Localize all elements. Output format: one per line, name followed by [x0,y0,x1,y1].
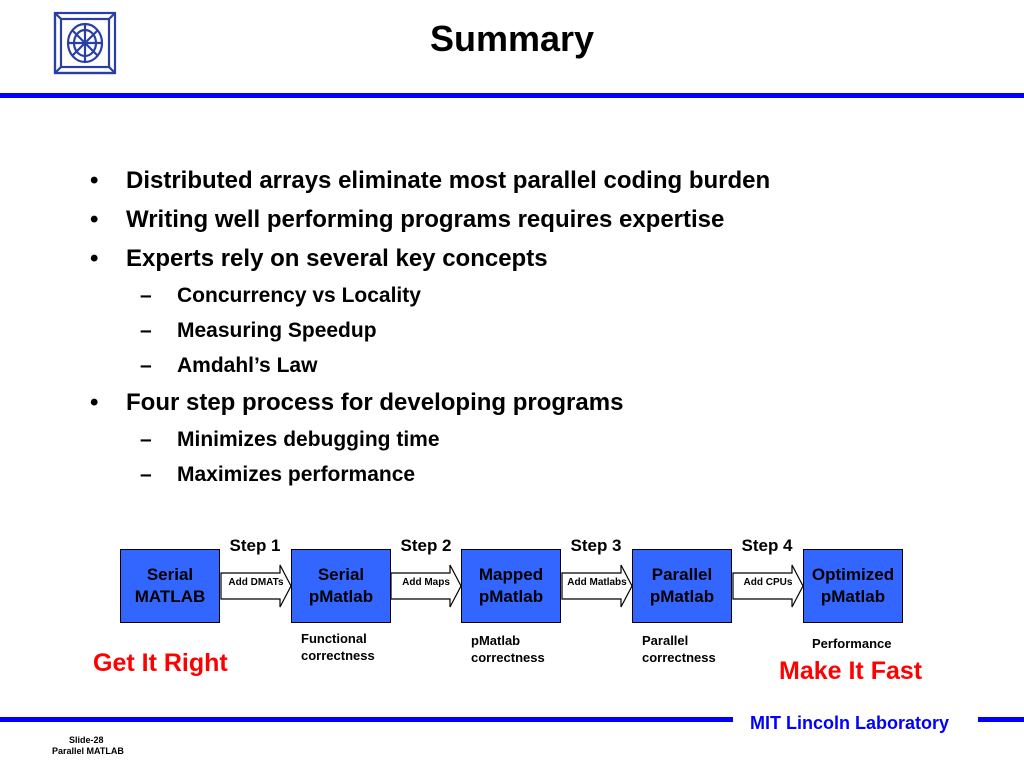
footer-divider-right [978,717,1024,722]
get-it-right-label: Get It Right [93,649,228,677]
bullet-list: •Distributed arrays eliminate most paral… [86,164,986,495]
box-label-line1: Serial [317,565,365,584]
footer-lab-name: MIT Lincoln Laboratory [750,713,950,733]
caption-line: Parallel [642,633,689,648]
box-label-line1: Optimized [811,565,895,584]
bullet-text: Four step process for developing program… [126,389,624,416]
title-divider [0,93,1024,98]
sub-bullet-item: –Concurrency vs Locality [140,284,421,307]
bullet-item: •Experts rely on several key concepts [90,245,548,272]
caption-parallel-correctness: Parallel correctness [642,632,716,666]
step-label: Step 3 [570,536,622,555]
sub-bullet-item: –Minimizes debugging time [140,428,440,451]
arrow-label: Add CPUs [743,577,793,588]
caption-line: correctness [642,650,716,665]
make-it-fast-label: Make It Fast [779,657,923,685]
box-label-line2: pMatlab [478,587,544,606]
bullet-text: Distributed arrays eliminate most parall… [126,167,771,194]
arrow-3 [561,564,633,608]
step-box-mapped-pmatlab: Mapped pMatlab [461,549,561,623]
box-label-line2: MATLAB [134,587,206,606]
step-box-optimized-pmatlab: Optimized pMatlab [803,549,903,623]
box-label-line1: Parallel [651,565,713,584]
box-label-line2: pMatlab [308,587,374,606]
caption-line: pMatlab [471,633,521,648]
box-label-line1: Serial [146,565,194,584]
sub-bullet-text: Amdahl’s Law [177,354,318,377]
slide-number: Slide-28 [69,735,104,745]
caption-line: correctness [471,650,545,665]
bullet-item: •Writing well performing programs requir… [90,206,725,233]
arrow-label: Add Matlabs [567,577,627,588]
caption-line: Functional [301,631,367,646]
arrows-layer [220,564,804,608]
arrow-4 [732,564,804,608]
step-label: Step 4 [741,536,793,555]
footer-divider-left [0,717,733,722]
step-box-serial-matlab: Serial MATLAB [120,549,220,623]
course-name: Parallel MATLAB [52,746,124,756]
arrow-1 [220,564,292,608]
step-label: Step 1 [229,536,281,555]
box-label-line2: pMatlab [820,587,886,606]
caption-functional-correctness: Functional correctness [301,630,375,664]
sub-bullet-text: Minimizes debugging time [177,428,440,451]
slide-title: Summary [429,18,595,59]
arrow-label: Add DMATs [228,577,284,588]
four-step-process-diagram: Serial MATLAB Serial pMatlab Mapped pMat… [0,530,1024,700]
mit-lincoln-logo [53,11,117,75]
sub-bullet-text: Measuring Speedup [177,319,377,342]
caption-pmatlab-correctness: pMatlab correctness [471,632,545,666]
caption-performance: Performance [812,635,891,652]
bullet-text: Experts rely on several key concepts [126,245,548,272]
bullet-item: •Distributed arrays eliminate most paral… [90,167,771,194]
bullet-text: Writing well performing programs require… [126,206,725,233]
box-label-line2: pMatlab [649,587,715,606]
sub-bullet-text: Maximizes performance [177,463,416,486]
sub-bullet-item: –Amdahl’s Law [140,354,318,377]
bullet-item: •Four step process for developing progra… [90,389,624,416]
step-label: Step 2 [400,536,452,555]
sub-bullet-item: –Maximizes performance [140,463,416,486]
step-box-parallel-pmatlab: Parallel pMatlab [632,549,732,623]
sub-bullet-item: –Measuring Speedup [140,319,377,342]
arrow-2 [390,564,462,608]
arrow-label: Add Maps [402,577,450,588]
caption-line: correctness [301,648,375,663]
caption-line: Performance [812,636,892,651]
box-label-line1: Mapped [478,565,544,584]
sub-bullet-text: Concurrency vs Locality [177,284,421,307]
step-box-serial-pmatlab: Serial pMatlab [291,549,391,623]
